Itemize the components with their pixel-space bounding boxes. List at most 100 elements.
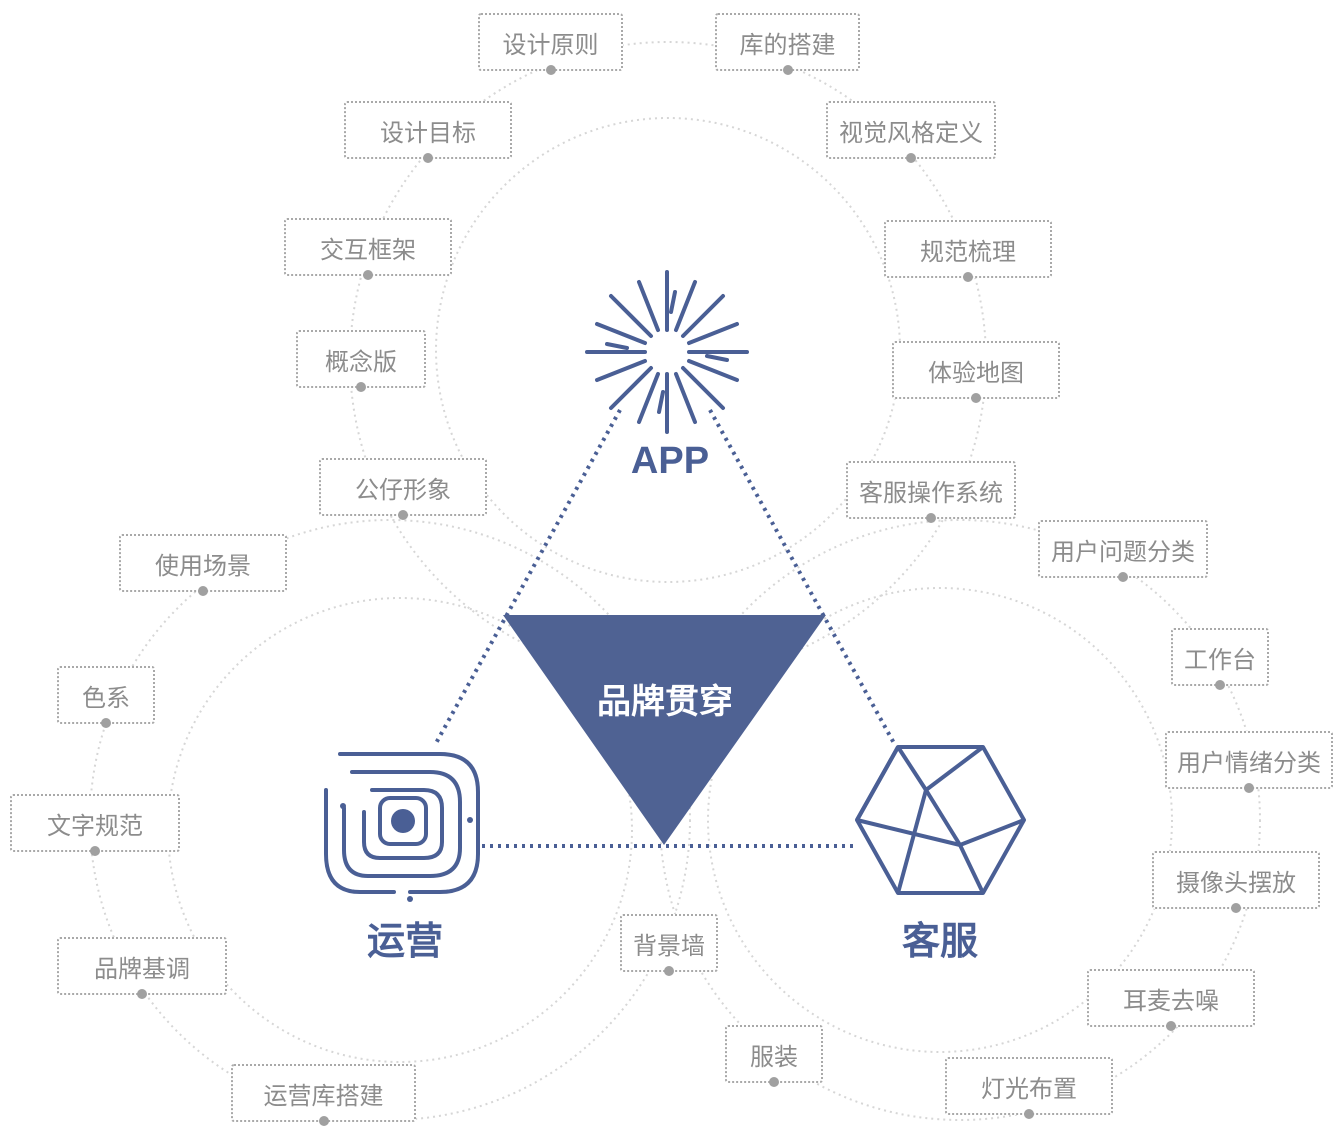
tag-interaction-framework: 交互框架 <box>284 218 452 280</box>
node-dot <box>1118 572 1128 582</box>
tag-label: 使用场景 <box>155 552 251 580</box>
tag-workbench: 工作台 <box>1171 628 1269 690</box>
tag-label: 运营库搭建 <box>263 1082 384 1110</box>
tag-label: 公仔形象 <box>355 476 451 504</box>
tag-label: 用户问题分类 <box>1051 538 1195 566</box>
tag-label: 服装 <box>750 1043 798 1071</box>
tag-spec-sorting: 规范梳理 <box>884 220 1052 282</box>
tag-usage-scenarios: 使用场景 <box>119 534 287 596</box>
tag-camera-placement: 摄像头摆放 <box>1152 851 1320 913</box>
hex-edge-2 <box>924 745 985 792</box>
tag-label: 规范梳理 <box>920 238 1016 266</box>
ray-08 <box>681 366 725 410</box>
tag-mascot-image: 公仔形象 <box>319 458 487 520</box>
tag-background-wall: 背景墙 <box>620 914 718 976</box>
ray-13 <box>687 322 739 345</box>
hex-edge-4 <box>856 818 961 847</box>
node-dot <box>782 65 793 75</box>
tag-label: 用户情绪分类 <box>1177 749 1321 777</box>
hex-edge-8 <box>855 746 900 821</box>
app-inner-ring <box>435 117 901 583</box>
tag-label: 客服操作系统 <box>859 479 1003 507</box>
tag-concept-version: 概念版 <box>296 330 426 392</box>
maze-core-dot <box>391 809 415 833</box>
maze-path-outer <box>324 752 480 894</box>
hex-edge-7 <box>896 789 928 894</box>
tag-headset-noise-reduction: 耳麦去噪 <box>1087 969 1255 1031</box>
starburst-icon <box>585 270 749 434</box>
ray-09 <box>674 280 697 332</box>
node-dot <box>971 393 981 403</box>
node-dot <box>769 1077 779 1087</box>
ray-16 <box>687 359 739 382</box>
center-triangle <box>503 615 826 845</box>
tag-design-goals: 设计目标 <box>344 101 512 163</box>
tag-label: 灯光布置 <box>981 1075 1077 1103</box>
ray-19 <box>605 342 629 350</box>
center-label: 品牌贯穿 <box>597 683 733 721</box>
tag-label: 文字规范 <box>47 812 143 840</box>
tag-design-principles: 设计原则 <box>478 13 623 75</box>
tag-experience-map: 体验地图 <box>892 341 1060 403</box>
ray-20 <box>657 390 665 414</box>
connector-lines <box>433 409 897 848</box>
node-dot <box>363 270 373 280</box>
ops-inner-ring <box>167 597 633 1063</box>
tag-uniform: 服装 <box>725 1025 823 1087</box>
tag-visual-style: 视觉风格定义 <box>826 101 996 163</box>
node-dot <box>1231 903 1241 913</box>
ray-05 <box>681 294 725 338</box>
tag-label: 品牌基调 <box>94 955 190 983</box>
node-dot <box>926 513 936 523</box>
hexagon-wireframe-icon <box>855 745 1026 895</box>
tag-cs-operating-system: 客服操作系统 <box>846 461 1016 523</box>
node-dot <box>963 272 973 282</box>
tag-label: 工作台 <box>1184 646 1256 674</box>
node-dot <box>545 65 556 75</box>
ray-17 <box>669 290 677 314</box>
node-dot <box>1024 1109 1034 1119</box>
tag-lighting-layout: 灯光布置 <box>945 1057 1113 1119</box>
hex-edge-1 <box>896 745 928 792</box>
ray-10 <box>637 372 660 424</box>
node-dot <box>356 382 366 392</box>
ray-07 <box>609 294 653 338</box>
hex-edge-6 <box>958 844 985 894</box>
node-dot <box>101 718 111 728</box>
node-dot <box>137 989 147 999</box>
service-label: 客服 <box>901 921 978 963</box>
maze-core-frame <box>378 796 428 846</box>
node-dot <box>1166 1021 1176 1031</box>
maze-dot-right <box>467 817 473 823</box>
node-dot <box>1215 680 1225 690</box>
tag-label: 设计目标 <box>380 119 476 147</box>
tag-typography-spec: 文字规范 <box>10 794 180 856</box>
hex-edge-3 <box>924 788 962 847</box>
node-dot <box>664 966 674 976</box>
ray-12 <box>674 372 697 424</box>
hex-outline <box>855 745 1026 895</box>
tag-label: 摄像头摆放 <box>1176 869 1296 897</box>
node-dot <box>318 1116 329 1126</box>
node-dot <box>906 153 916 163</box>
node-dot <box>1244 783 1254 793</box>
tag-label: 库的搭建 <box>739 31 836 59</box>
tag-label: 概念版 <box>325 348 397 376</box>
tag-brand-tone: 品牌基调 <box>57 937 227 999</box>
ray-06 <box>609 366 653 410</box>
tag-ops-library-build: 运营库搭建 <box>231 1064 416 1126</box>
tag-label: 体验地图 <box>928 359 1024 387</box>
ray-18 <box>705 354 729 362</box>
app-label: APP <box>630 440 710 482</box>
tag-library-build: 库的搭建 <box>715 13 860 75</box>
tag-label: 背景墙 <box>633 932 705 960</box>
hex-edge-5 <box>959 818 1025 847</box>
node-dot <box>398 510 408 520</box>
tag-user-emotion-classification: 用户情绪分类 <box>1165 731 1333 793</box>
node-dot <box>198 586 208 596</box>
maze-path-middle <box>342 770 462 878</box>
tag-label: 视觉风格定义 <box>839 119 983 147</box>
tag-user-issue-classification: 用户问题分类 <box>1038 520 1208 582</box>
tag-label: 交互框架 <box>320 236 416 264</box>
